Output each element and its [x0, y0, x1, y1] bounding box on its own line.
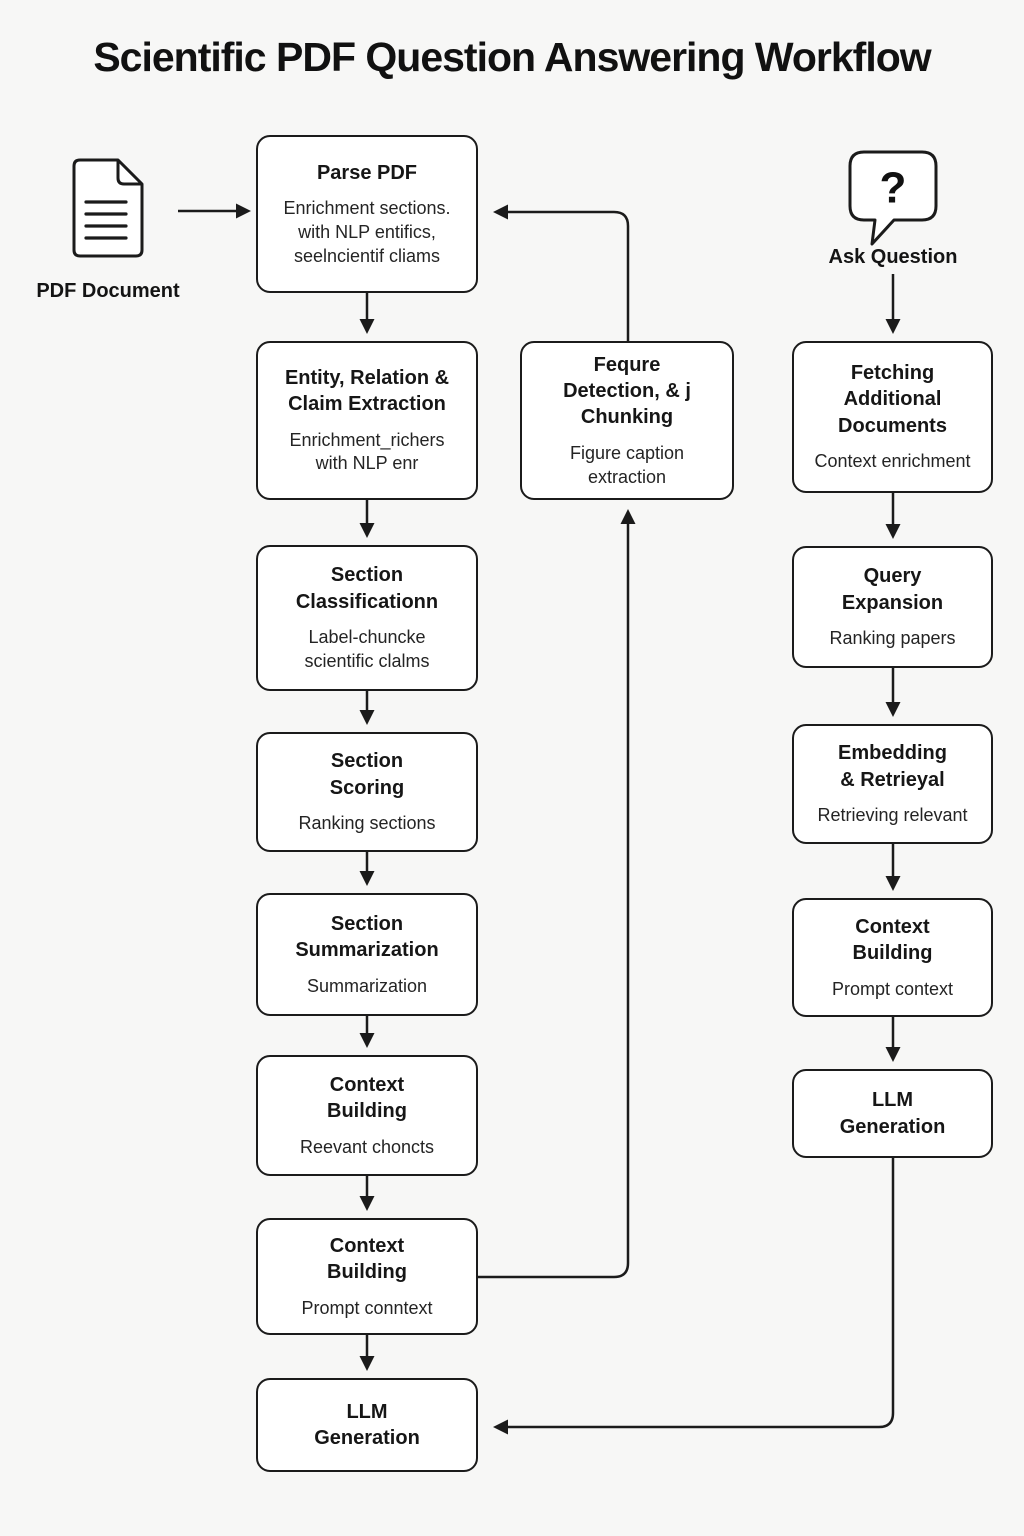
- node-section-summarization: Section Summarization Summarization: [256, 893, 478, 1016]
- node-subtitle: Enrichment sections. with NLP entifics, …: [283, 198, 451, 266]
- arrow-figure-to-parse: [493, 204, 630, 341]
- node-context-building-2: Context Building Prompt conntext: [256, 1218, 478, 1335]
- node-title: LLM Generation: [839, 1089, 946, 1138]
- node-parse-pdf: Parse PDF Enrichment sections. with NLP …: [256, 135, 478, 293]
- arrow-context2-to-figure: [478, 509, 636, 1279]
- node-title: Section Summarization: [295, 912, 439, 962]
- node-fetching-additional-documents: Fetching Additional Documents Context en…: [792, 341, 993, 493]
- node-context-building-right: Context Building Prompt context: [792, 898, 993, 1017]
- node-section-scoring: Section Scoring Ranking sections: [256, 732, 478, 852]
- node-title: Context Building: [327, 1234, 407, 1284]
- node-context-building-1: Context Building Reevant choncts: [256, 1055, 478, 1176]
- pdf-document-icon: [72, 158, 144, 258]
- question-bubble-icon: ?: [848, 150, 938, 246]
- pdf-document-label: PDF Document: [36, 280, 180, 302]
- node-subtitle: Ranking papers: [829, 628, 956, 649]
- node-title: Context Building: [327, 1073, 407, 1123]
- node-title: LLM Generation: [314, 1400, 420, 1449]
- node-title: Context Building: [852, 915, 933, 965]
- node-subtitle: Ranking sections: [298, 813, 436, 834]
- node-title: Fetching Additional Documents: [838, 362, 947, 437]
- node-subtitle: Figure caption extraction: [569, 442, 685, 487]
- node-embedding-retrieval: Embedding & Retrieyal Retrieving relevan…: [792, 724, 993, 844]
- node-subtitle: Reevant choncts: [299, 1136, 435, 1157]
- node-subtitle: Context enrichment: [814, 451, 971, 472]
- node-llm-generation-left: LLM Generation: [256, 1378, 478, 1472]
- node-title: Embedding & Retrieyal: [838, 742, 947, 791]
- node-title: Entity, Relation & Claim Extraction: [284, 366, 450, 416]
- node-llm-generation-right: LLM Generation: [792, 1069, 993, 1158]
- node-section-classification: Section Classificationn Label-chuncke sc…: [256, 545, 478, 691]
- node-entity-relation-claim-extraction: Entity, Relation & Claim Extraction Enri…: [256, 341, 478, 500]
- node-title: Fequre Detection, & j Chunking: [563, 353, 691, 429]
- node-title: Parse PDF: [316, 161, 418, 184]
- question-mark-glyph: ?: [880, 164, 907, 213]
- node-subtitle: Prompt conntext: [301, 1297, 433, 1318]
- node-query-expansion: Query Expansion Ranking papers: [792, 546, 993, 668]
- node-subtitle: Prompt context: [831, 978, 954, 999]
- node-subtitle: Label-chuncke scientific clalms: [304, 627, 430, 671]
- node-figure-detection-chunking: Fequre Detection, & j Chunking Figure ca…: [520, 341, 734, 500]
- ask-question-label: Ask Question: [828, 246, 958, 268]
- node-subtitle: Retrieving relevant: [817, 805, 968, 826]
- node-title: Query Expansion: [841, 565, 944, 614]
- diagram-title: Scientific PDF Question Answering Workfl…: [93, 34, 931, 80]
- node-subtitle: Enrichment_richers with NLP enr: [289, 429, 445, 474]
- node-title: Section Classificationn: [295, 564, 439, 613]
- arrow-llm-right-to-llm-left: [493, 1158, 895, 1435]
- node-title: Section Scoring: [329, 750, 405, 799]
- node-subtitle: Summarization: [306, 975, 428, 996]
